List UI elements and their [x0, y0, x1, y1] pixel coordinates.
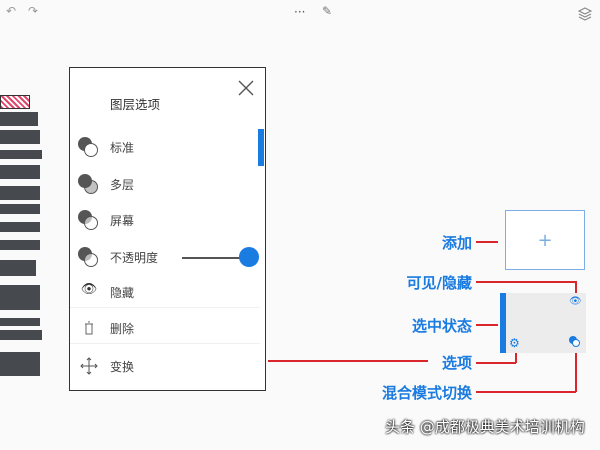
scrollbar[interactable] [258, 129, 264, 166]
layer-thumbnail[interactable]: 👁 ⚙ [506, 293, 586, 353]
redo-icon[interactable]: ↷ [28, 4, 39, 18]
tool-brush[interactable] [0, 130, 40, 144]
close-icon[interactable] [238, 80, 254, 96]
menu-item-hide[interactable]: 👁 隐藏 [70, 278, 260, 308]
blend-toggle-icon[interactable] [569, 336, 581, 348]
tool-brush[interactable] [0, 150, 42, 159]
menu-item-multiply[interactable]: 多层 [70, 169, 260, 199]
tool-brush[interactable] [0, 240, 40, 250]
menu-item-label: 屏幕 [110, 213, 135, 228]
callout-line [476, 391, 576, 393]
tool-brush[interactable] [0, 95, 30, 109]
opacity-icon [78, 246, 100, 268]
callout-line [476, 281, 576, 283]
menu-item-delete[interactable]: 删除 [70, 314, 260, 344]
tool-stamp[interactable] [0, 260, 36, 276]
callout-line [268, 360, 428, 362]
callout-line [575, 281, 577, 294]
callout-options: 选项 [441, 354, 472, 372]
callout-selected: 选中状态 [411, 317, 472, 335]
visibility-eye-icon[interactable]: 👁 [569, 296, 582, 307]
move-arrows-icon [78, 355, 100, 377]
trash-icon [78, 318, 100, 340]
more-button[interactable]: ··· [294, 5, 306, 19]
callout-line [575, 352, 577, 392]
layer-options-panel: 图层选项 标准 多层 屏幕 不透明度 👁 隐藏 删除 变换 [69, 67, 266, 391]
pencil-icon[interactable]: ✎ [322, 4, 333, 18]
tool-eraser[interactable] [0, 285, 40, 310]
callout-add: 添加 [441, 234, 472, 252]
callout-line [476, 241, 498, 243]
blend-screen-icon [78, 209, 100, 231]
menu-item-label: 标准 [110, 140, 135, 155]
gear-icon[interactable]: ⚙ [509, 336, 520, 350]
menu-item-label: 变换 [110, 359, 135, 374]
blend-normal-icon [78, 136, 100, 158]
menu-item-label: 隐藏 [110, 286, 135, 300]
menu-item-normal[interactable]: 标准 [70, 132, 260, 162]
opacity-slider[interactable] [182, 257, 248, 259]
tool-brush[interactable] [0, 318, 40, 326]
tool-brush[interactable] [0, 186, 40, 200]
callout-line [476, 324, 498, 326]
watermark: 头条 @成都极典美术培训机构 [385, 418, 585, 436]
menu-item-label: 不透明度 [110, 250, 159, 265]
tool-brush[interactable] [0, 330, 42, 340]
menu-item-opacity: 不透明度 [70, 242, 265, 272]
menu-item-label: 删除 [110, 322, 135, 336]
menu-item-label: 多层 [110, 177, 135, 192]
eye-icon: 👁 [80, 281, 98, 297]
callout-line [515, 352, 517, 363]
tool-brush[interactable] [0, 204, 40, 214]
tool-brush[interactable] [0, 112, 38, 126]
menu-item-transform[interactable]: 变换 [70, 351, 260, 381]
menu-item-screen[interactable]: 屏幕 [70, 205, 260, 235]
tool-brush[interactable] [0, 222, 40, 232]
opacity-slider-knob[interactable] [239, 247, 259, 267]
add-layer-button[interactable]: + [505, 210, 585, 270]
panel-title: 图层选项 [110, 97, 161, 112]
callout-visible: 可见/隐藏 [406, 274, 472, 292]
callout-blend-toggle: 混合模式切换 [381, 384, 472, 402]
callout-line [476, 362, 516, 364]
selected-indicator [500, 293, 506, 353]
tool-ruler[interactable] [0, 352, 40, 376]
layers-icon[interactable] [578, 7, 592, 21]
blend-multiply-icon [78, 173, 100, 195]
tool-brush[interactable] [0, 165, 40, 179]
undo-icon[interactable]: ↶ [6, 4, 17, 18]
